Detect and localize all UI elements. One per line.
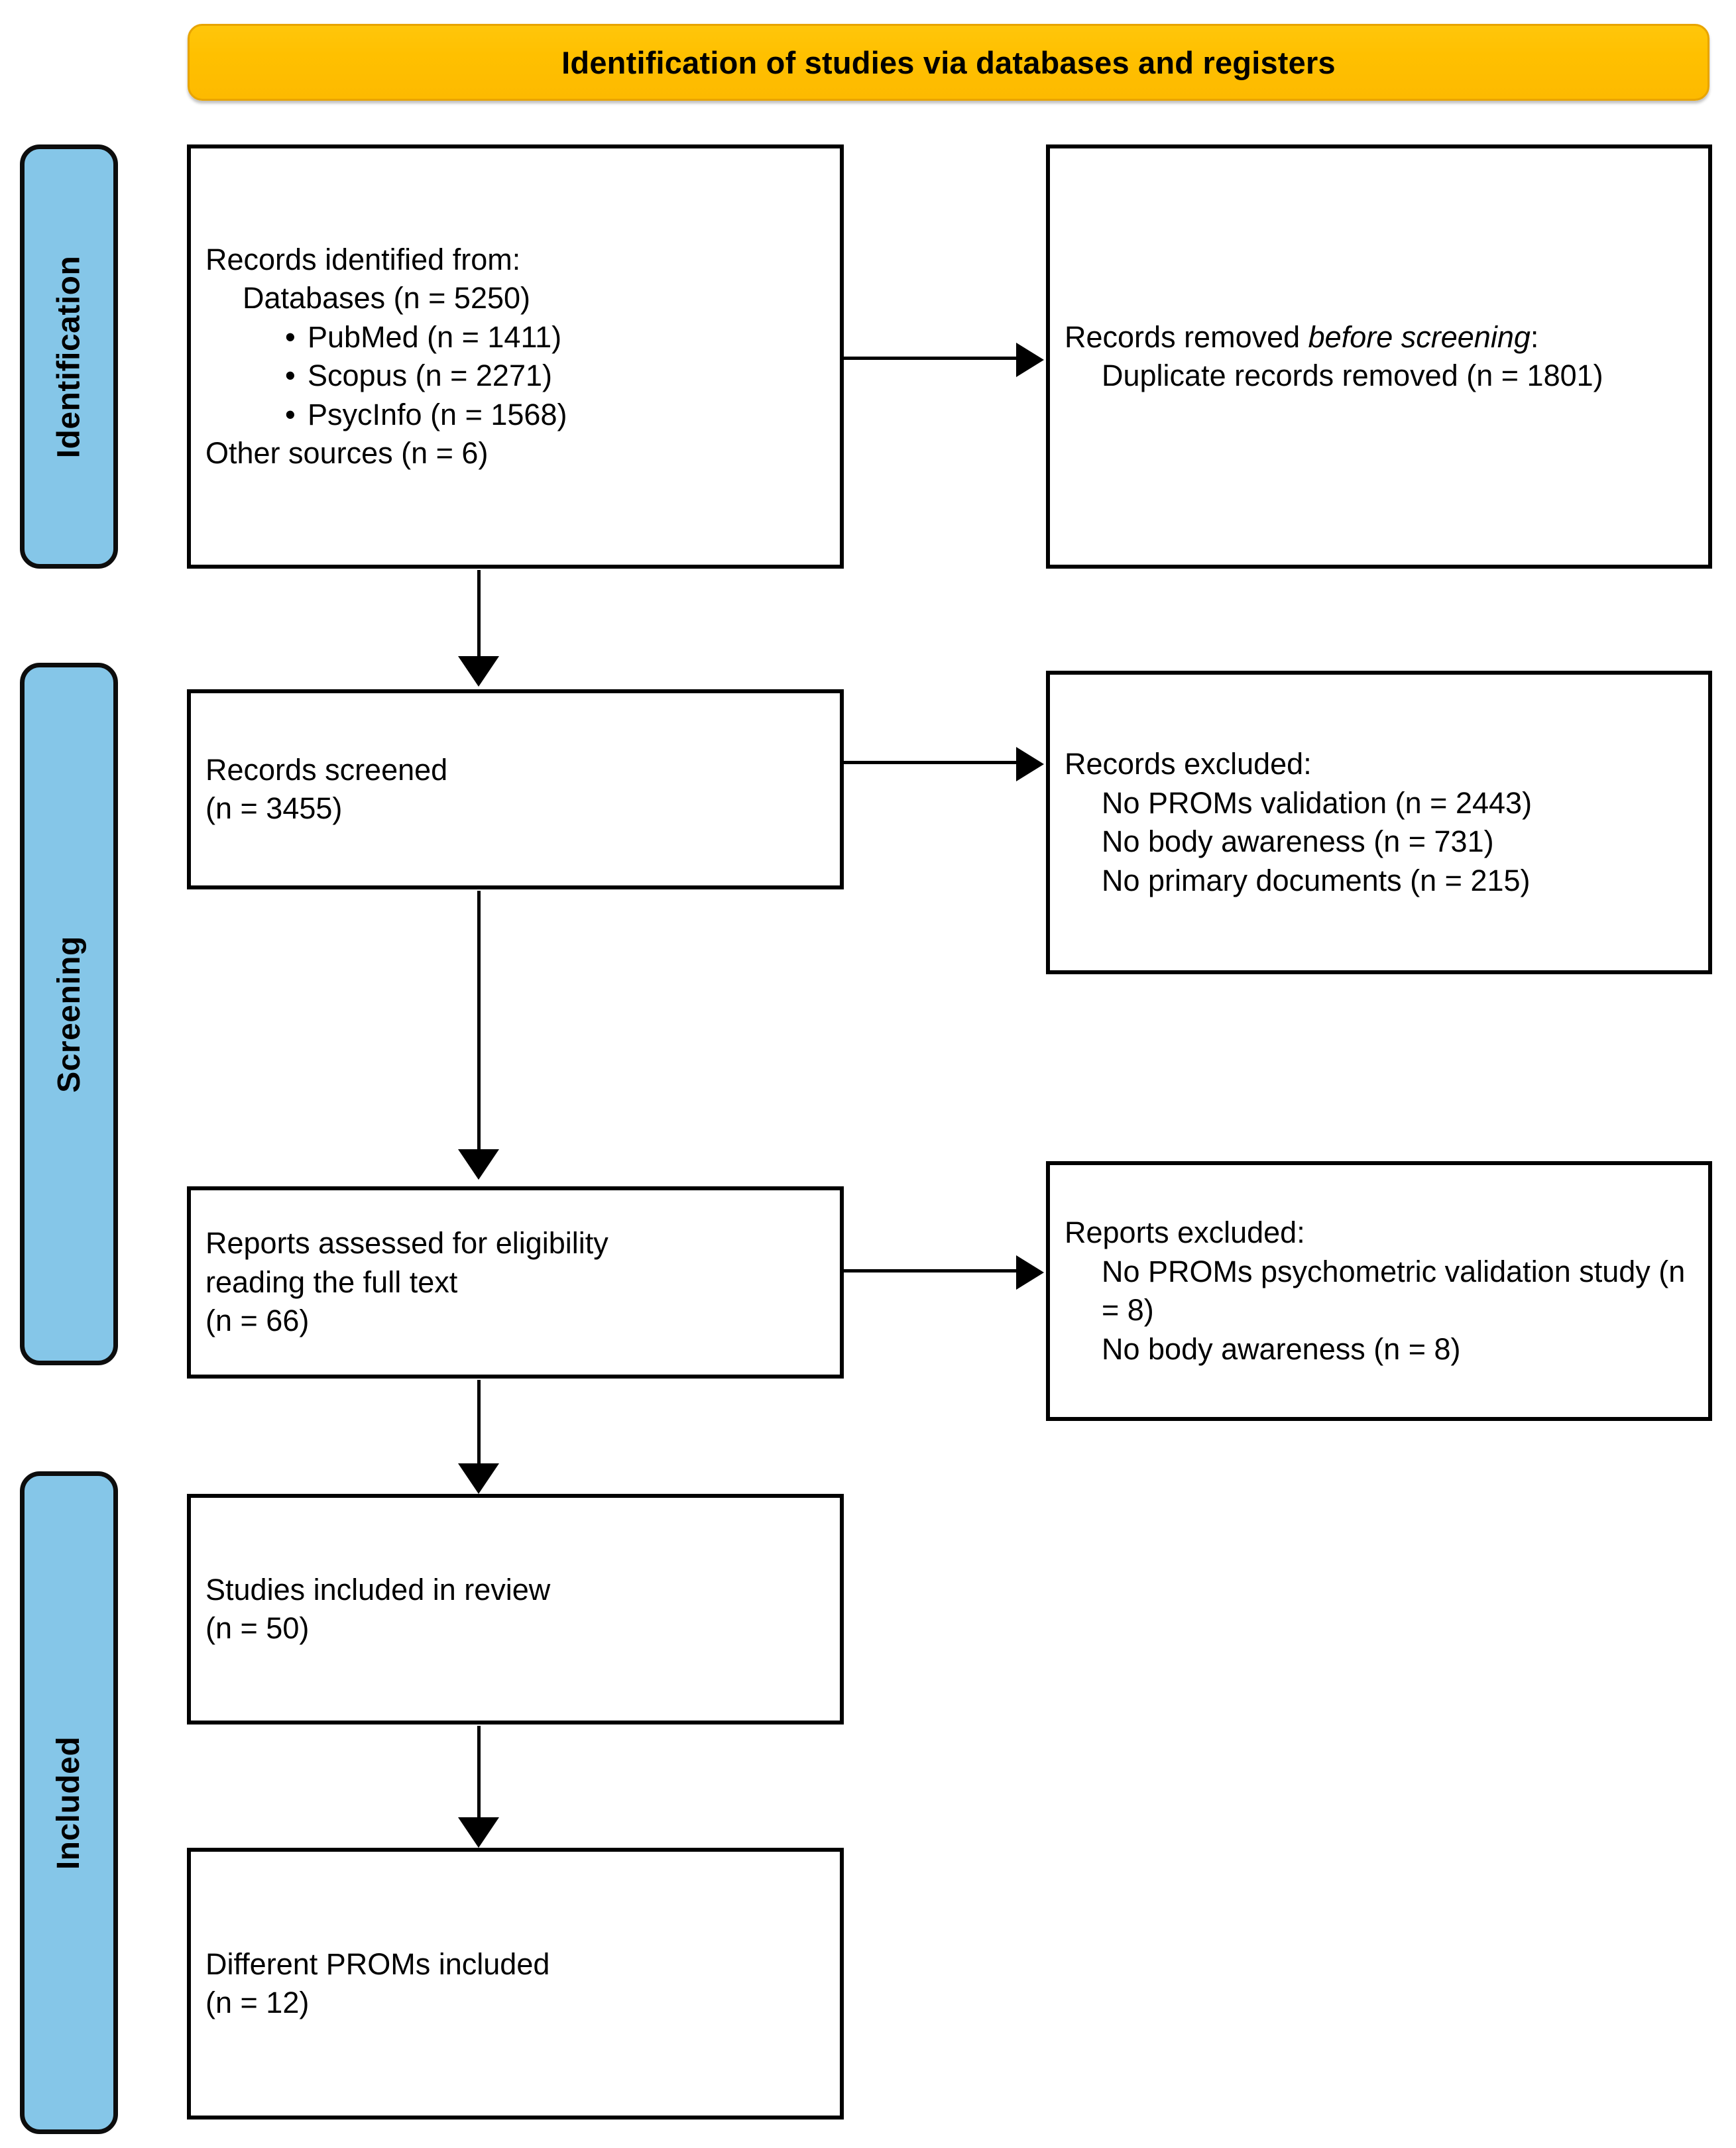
stage-label-screening: Screening xyxy=(20,663,118,1365)
records-removed-heading-tail: : xyxy=(1530,319,1539,354)
source-bullet-pubmed: • PubMed (n = 1411) xyxy=(205,318,825,357)
source-label-psycinfo: PsycInfo (n = 1568) xyxy=(308,397,567,431)
box-records-identified: Records identified from: Databases (n = … xyxy=(187,144,844,569)
proms-included-count: (n = 12) xyxy=(205,1986,310,2019)
reports-excluded-reason-1: No PROMs psychometric validation study (… xyxy=(1102,1254,1686,1328)
arrow-screened-to-eligibility-head-icon xyxy=(458,1149,499,1180)
records-screened-label: Records screened xyxy=(205,752,448,787)
eligibility-label-line2: reading the full text xyxy=(205,1265,458,1299)
stage-label-identification: Identification xyxy=(20,144,118,569)
studies-included-count: (n = 50) xyxy=(205,1611,310,1645)
records-identified-databases: Databases (n = 5250) xyxy=(243,281,531,315)
bullet-icon: • xyxy=(285,397,296,431)
box-proms-included: Different PROMs included (n = 12) xyxy=(187,1848,844,2120)
records-identified-heading: Records identified from: xyxy=(205,242,521,276)
records-screened-count: (n = 3455) xyxy=(205,791,343,825)
box-records-screened: Records screened (n = 3455) xyxy=(187,689,844,889)
bullet-icon: • xyxy=(285,319,296,354)
eligibility-count: (n = 66) xyxy=(205,1304,310,1338)
box-records-removed-before-screening: Records removed before screening: Duplic… xyxy=(1046,144,1712,569)
banner-title: Identification of studies via databases … xyxy=(561,44,1336,80)
arrow-studies-to-proms-line xyxy=(477,1726,481,1819)
records-identified-other-sources: Other sources (n = 6) xyxy=(205,436,489,470)
arrow-screened-to-eligibility-line xyxy=(477,891,481,1149)
stage-screening-text: Screening xyxy=(51,935,87,1093)
reports-excluded-reason-2: No body awareness (n = 8) xyxy=(1102,1331,1461,1366)
source-bullet-scopus: • Scopus (n = 2271) xyxy=(205,357,825,396)
diagram-header-banner: Identification of studies via databases … xyxy=(188,24,1709,101)
arrow-eligibility-to-reports-excluded-head-icon xyxy=(1016,1255,1044,1290)
records-removed-heading-italic: before screening xyxy=(1308,319,1531,354)
arrow-eligibility-to-studies-head-icon xyxy=(458,1463,499,1494)
stage-included-text: Included xyxy=(51,1736,87,1870)
arrow-eligibility-to-studies-line xyxy=(477,1380,481,1465)
arrow-studies-to-proms-head-icon xyxy=(458,1817,499,1848)
duplicate-records-removed: Duplicate records removed (n = 1801) xyxy=(1102,359,1603,392)
stage-identification-text: Identification xyxy=(51,255,87,458)
arrow-identified-to-screened-head-icon xyxy=(458,656,499,687)
bullet-icon: • xyxy=(285,359,296,392)
records-excluded-heading: Records excluded: xyxy=(1065,747,1312,781)
records-excluded-reason-2: No body awareness (n = 731) xyxy=(1102,824,1494,858)
arrow-identified-to-removed-line xyxy=(844,357,1017,360)
source-bullet-psycinfo: • PsycInfo (n = 1568) xyxy=(205,396,825,435)
stage-label-included: Included xyxy=(20,1471,118,2134)
eligibility-label-line1: Reports assessed for eligibility xyxy=(205,1226,608,1261)
arrow-eligibility-to-reports-excluded-line xyxy=(844,1269,1017,1272)
reports-excluded-heading: Reports excluded: xyxy=(1065,1215,1305,1249)
source-label-pubmed: PubMed (n = 1411) xyxy=(308,319,562,354)
studies-included-label: Studies included in review xyxy=(205,1572,551,1607)
box-reports-assessed-eligibility: Reports assessed for eligibility reading… xyxy=(187,1186,844,1379)
proms-included-label: Different PROMs included xyxy=(205,1947,550,1981)
records-removed-heading-lead: Records removed xyxy=(1065,319,1308,354)
box-records-excluded: Records excluded: No PROMs validation (n… xyxy=(1046,671,1712,974)
box-reports-excluded: Reports excluded: No PROMs psychometric … xyxy=(1046,1161,1712,1421)
records-removed-heading: Records removed before screening: xyxy=(1065,318,1694,357)
arrow-screened-to-records-excluded-head-icon xyxy=(1016,747,1044,781)
arrow-identified-to-screened-line xyxy=(477,570,481,657)
source-label-scopus: Scopus (n = 2271) xyxy=(308,359,552,392)
arrow-screened-to-records-excluded-line xyxy=(844,761,1017,764)
arrow-identified-to-removed-head-icon xyxy=(1016,343,1044,377)
records-excluded-reason-3: No primary documents (n = 215) xyxy=(1102,863,1531,897)
records-excluded-reason-1: No PROMs validation (n = 2443) xyxy=(1102,785,1533,820)
box-studies-included: Studies included in review (n = 50) xyxy=(187,1494,844,1724)
